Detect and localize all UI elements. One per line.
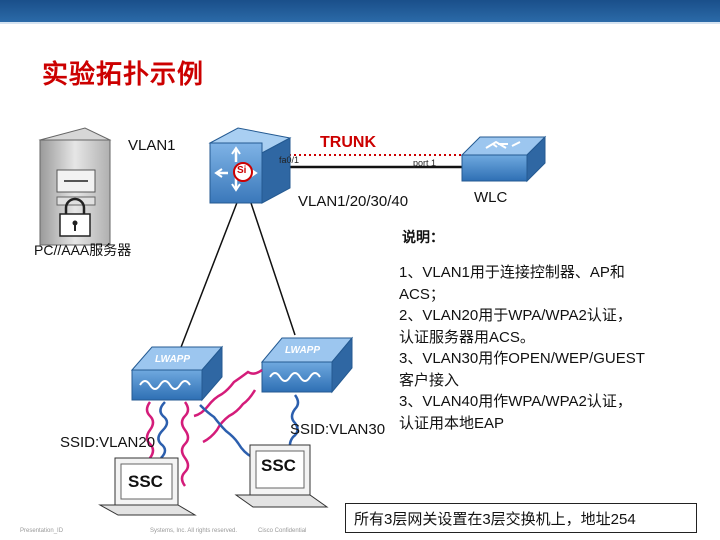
footer-note: 所有3层网关设置在3层交换机上，地址254 (354, 511, 636, 528)
notes-line: 客户接入 (399, 371, 460, 389)
vlan1-label: VLAN1 (128, 137, 176, 154)
ssid30-label: SSID:VLAN30 (290, 421, 386, 438)
laptop-left-icon (98, 457, 197, 516)
si-label: Si (237, 165, 247, 176)
ssc-left-label: SSC (128, 472, 163, 491)
wireless-chain-blue (157, 394, 300, 459)
notes-line: 3、VLAN40用作WPA/WPA2认证， (399, 393, 632, 410)
notes-block: 1、VLAN1用于连接控制器、AP和 ACS； 2、VLAN20用于WPA/WP… (399, 262, 699, 434)
ap-right-icon (260, 336, 354, 394)
lwapp-right-label: LWAPP (285, 345, 321, 356)
lwapp-left-label: LWAPP (155, 354, 191, 365)
ssid20-label: SSID:VLAN20 (60, 434, 156, 451)
server-icon (38, 127, 112, 246)
notes-line: 2、VLAN20用于WPA/WPA2认证， (399, 307, 632, 324)
notes-line: 认证用本地EAP (399, 414, 505, 432)
confidential-text: Cisco Confidential (258, 528, 307, 534)
top-banner (0, 0, 720, 22)
vlans-label: VLAN1/20/30/40 (298, 193, 409, 210)
trunk-label: TRUNK (320, 134, 376, 151)
uplink-left-ap (177, 199, 239, 356)
copyright-text: Systems, Inc. All rights reserved. (150, 528, 238, 534)
fa01-label: fa0/1 (279, 155, 300, 165)
wlc-label: WLC (474, 189, 508, 206)
footer-note-box (345, 503, 697, 533)
notes-line: 认证服务器用ACS。 (399, 328, 535, 346)
uplink-right-ap (249, 199, 296, 336)
switch-icon (208, 127, 292, 204)
laptop-right-icon (234, 444, 329, 508)
wlc-icon (460, 135, 547, 183)
ap-left-icon (130, 345, 224, 402)
notes-heading: 说明： (402, 229, 444, 245)
ssc-right-label: SSC (261, 456, 296, 475)
top-banner-rule (0, 22, 720, 24)
port1-label: port 1 (413, 158, 437, 168)
notes-line: ACS； (399, 285, 445, 303)
presentation-id: Presentation_ID (20, 528, 64, 534)
notes-line: 1、VLAN1用于连接控制器、AP和 (399, 264, 625, 281)
server-label: PC//AAA服务器 (34, 242, 132, 258)
notes-line: 3、VLAN30用作OPEN/WEP/GUEST (399, 350, 645, 367)
page-title: 实验拓扑示例 (42, 60, 205, 90)
